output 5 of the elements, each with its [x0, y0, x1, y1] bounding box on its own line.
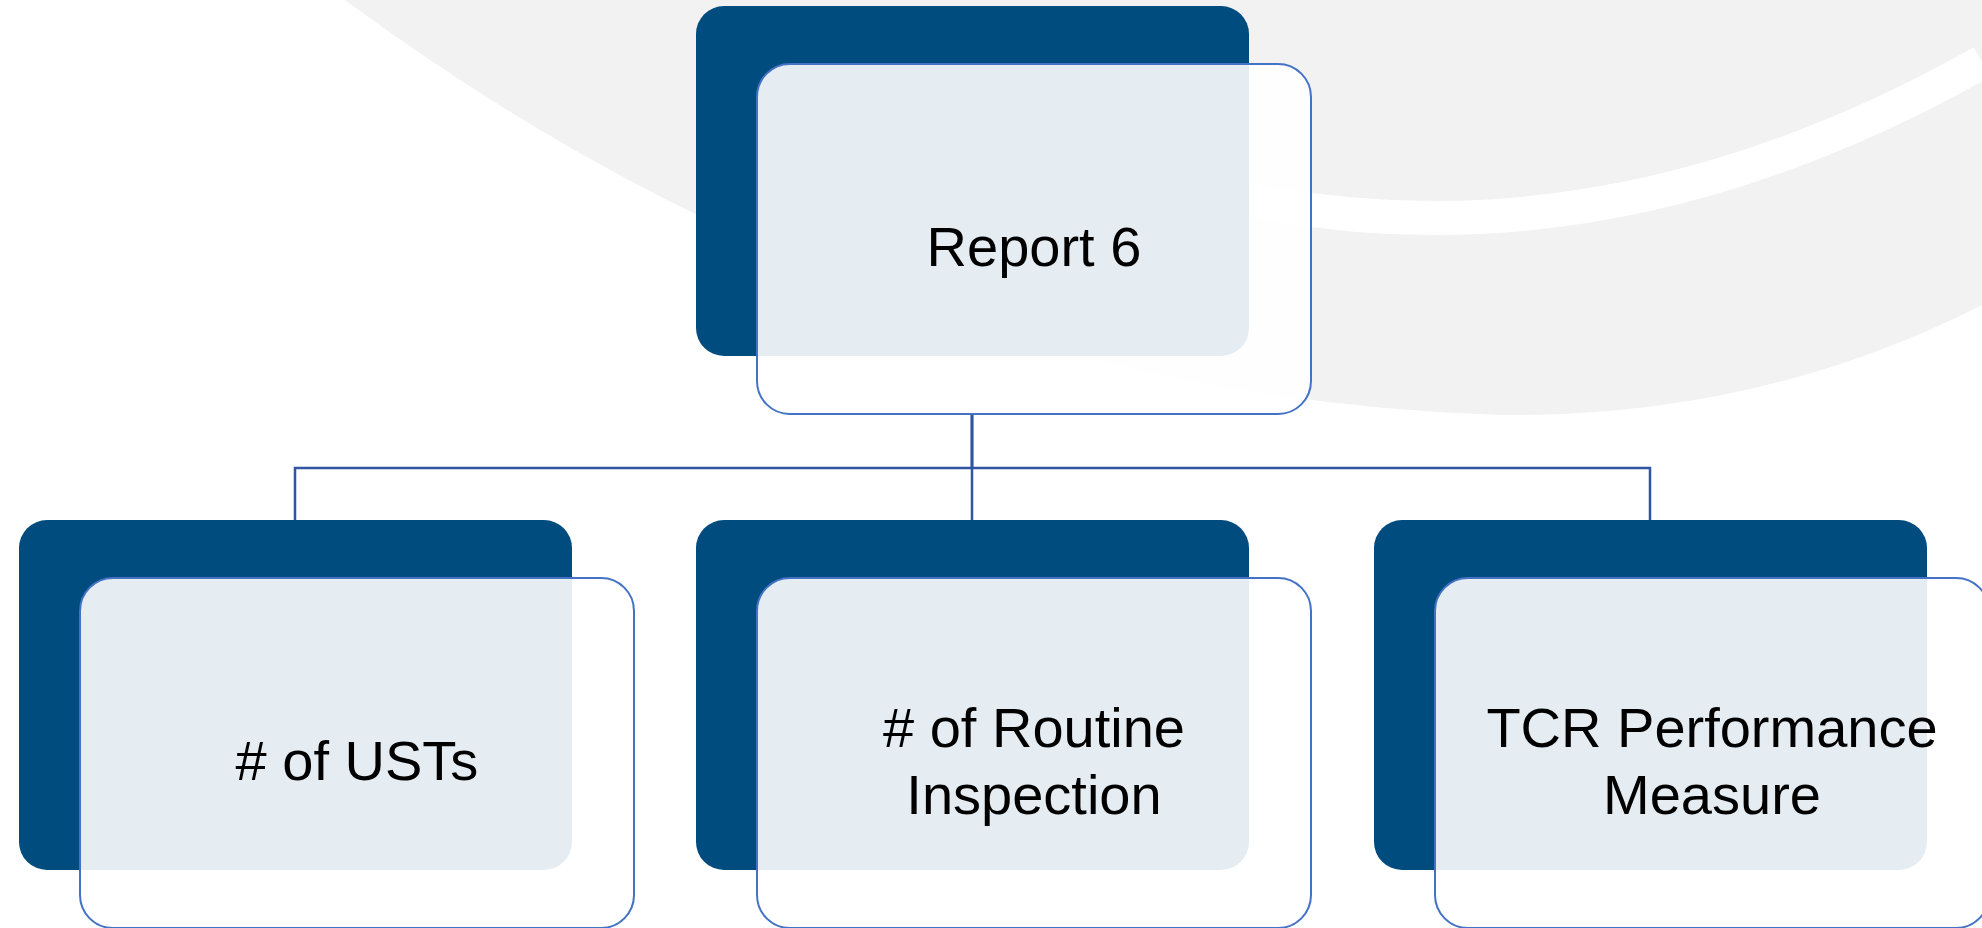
- node-label: Report 6: [926, 214, 1142, 281]
- node-label: # of USTs: [235, 728, 479, 795]
- node-label: # of Routine Inspection: [882, 694, 1186, 828]
- node-label: TCR Performance Measure: [1485, 694, 1939, 828]
- connector-line: [970, 415, 1652, 520]
